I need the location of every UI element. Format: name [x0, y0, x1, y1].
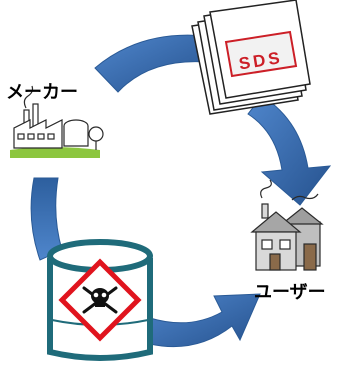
- document-stack-icon: SDS: [191, 0, 311, 115]
- house-icon: [250, 179, 324, 271]
- factory-icon: [10, 85, 104, 158]
- user-label: ユーザー: [254, 282, 326, 303]
- maker-label: メーカー: [6, 82, 78, 103]
- arrow-drum-to-user: [149, 293, 261, 348]
- arrow-sds-to-user: [247, 95, 332, 206]
- skull-crossbones-icon: [58, 258, 142, 342]
- arrow-maker-to-sds: [94, 34, 208, 93]
